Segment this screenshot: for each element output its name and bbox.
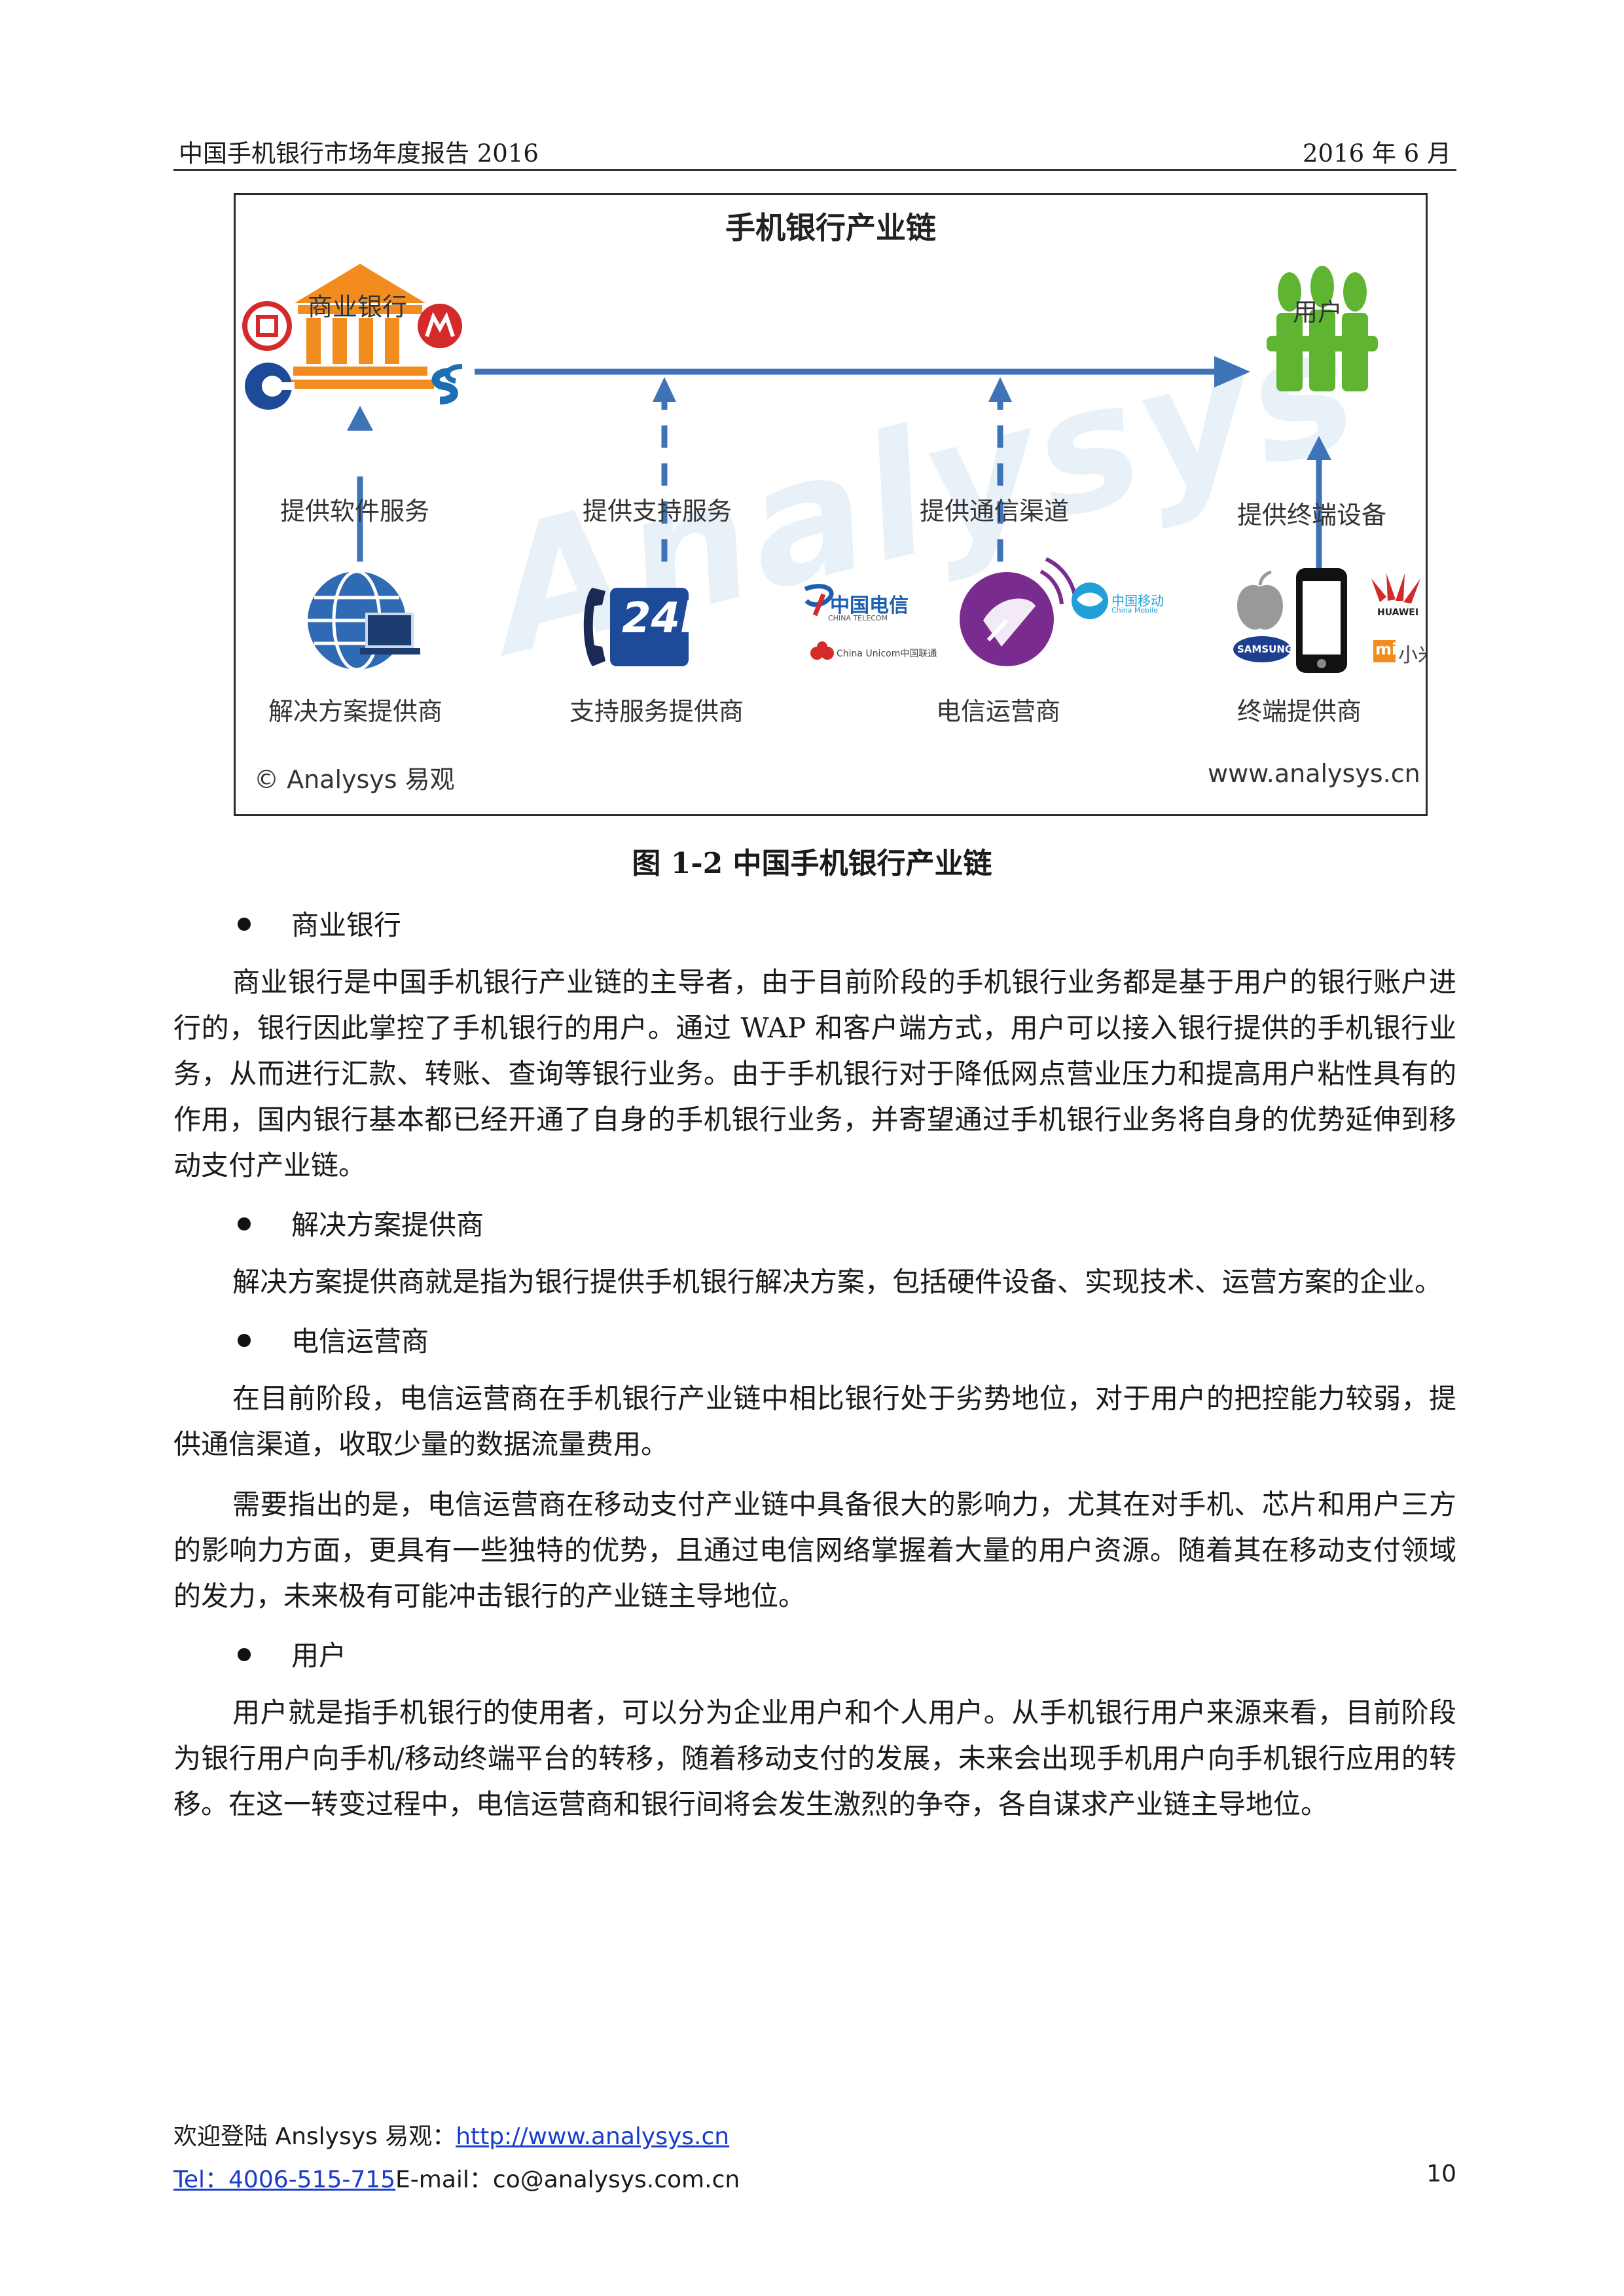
- software-service-label: 提供软件服务: [280, 497, 430, 526]
- paragraph: 用户就是指手机银行的使用者，可以分为企业用户和个人用户。从手机银行用户来源来看，…: [173, 1696, 1456, 1820]
- support-provider-label: 支持服务提供商: [569, 697, 744, 726]
- huawei-logo-icon: [1371, 573, 1420, 603]
- footer-contact: Tel：4006-515-715E-mail：co@analysys.com.c…: [173, 2161, 740, 2195]
- page-header: 中国手机银行市场年度报告 2016 2016 年 6 月: [173, 131, 1456, 171]
- china-telecom-label: 中国电信: [830, 594, 909, 617]
- xiaomi-logo-icon: [1373, 640, 1396, 662]
- china-mobile-en-label: China Mobile: [1111, 606, 1159, 615]
- users-group-icon: [1267, 266, 1378, 391]
- china-mobile-label: 中国移动: [1111, 593, 1164, 609]
- diagram-graphics: [242, 264, 1420, 673]
- xiaomi-logo-label: mi: [1375, 640, 1398, 658]
- support-24h-icon: [583, 588, 689, 666]
- page-number: 10: [1426, 2161, 1456, 2187]
- terminal-provider-label: 终端提供商: [1237, 697, 1362, 726]
- china-unicom-logo-icon: [810, 641, 834, 660]
- paragraph: 商业银行是中国手机银行产业链的主导者，由于目前阶段的手机银行业务都是基于用户的银…: [173, 966, 1456, 1181]
- smartphone-icon: [1296, 568, 1347, 673]
- website-link[interactable]: http://www.analysys.cn: [456, 2123, 730, 2150]
- ccb-logo-icon: [245, 363, 295, 410]
- china-telecom-en-label: CHINA TELECOM: [828, 614, 888, 622]
- support-24h-badge: 24h: [622, 594, 710, 643]
- bullet-icon: [238, 1648, 251, 1661]
- analysys-copyright: © Analysys 易观: [254, 765, 455, 794]
- telecom-operator-label: 电信运营商: [936, 697, 1061, 726]
- cmb-logo-icon: [418, 304, 462, 348]
- phone-link[interactable]: Tel：4006-515-715: [173, 2166, 396, 2193]
- commercial-bank-label: 商业银行: [308, 293, 408, 321]
- bullet-icon: [238, 1217, 251, 1230]
- bank-to-user-arrow: [475, 356, 1250, 387]
- diagram-title: 手机银行产业链: [725, 210, 936, 245]
- paragraph: 在目前阶段，电信运营商在手机银行产业链中相比银行处于劣势地位，对于用户的把控能力…: [173, 1382, 1456, 1460]
- china-unicom-label: China Unicom中国联通: [837, 649, 937, 659]
- huawei-label: HUAWEI: [1377, 607, 1419, 618]
- xiaomi-label: 小米: [1398, 644, 1426, 667]
- terminal-device-label: 提供终端设备: [1237, 501, 1387, 529]
- china-telecom-logo-icon: [804, 584, 834, 617]
- samsung-label: SAMSUNG: [1237, 643, 1293, 655]
- section-heading: 商业银行: [173, 903, 1456, 948]
- report-body: 商业银行 商业银行是中国手机银行产业链的主导者，由于目前阶段的手机银行业务都是基…: [173, 897, 1456, 1842]
- support-service-label: 提供支持服务: [583, 497, 732, 526]
- terminal-device-arrow: [1307, 436, 1331, 578]
- spdb-logo-icon: [431, 364, 463, 404]
- china-mobile-logo-icon: [1072, 583, 1108, 619]
- globe-laptop-icon: [308, 569, 420, 672]
- report-date: 2016 年 6 月: [1303, 139, 1451, 168]
- telecom-operator-icon: [960, 557, 1078, 666]
- section-heading: 用户: [173, 1634, 1456, 1678]
- email-text: E-mail：co@analysys.com.cn: [395, 2166, 740, 2193]
- software-service-arrow: [347, 406, 373, 562]
- paragraph: 解决方案提供商就是指为银行提供手机银行解决方案，包括硬件设备、实现技术、运营方案…: [232, 1266, 1443, 1298]
- paragraph: 需要指出的是，电信运营商在移动支付产业链中具备很大的影响力，尤其在对手机、芯片和…: [173, 1488, 1456, 1612]
- communication-channel-label: 提供通信渠道: [920, 497, 1070, 526]
- samsung-logo-icon: [1233, 636, 1291, 662]
- apple-logo-icon: [1237, 570, 1283, 630]
- report-title: 中国手机银行市场年度报告 2016: [179, 139, 539, 168]
- support-service-arrow: [653, 377, 676, 562]
- section-heading: 电信运营商: [173, 1319, 1456, 1364]
- footer-welcome-text: 欢迎登陆 Anslysys 易观：: [173, 2123, 456, 2150]
- communication-channel-arrow: [988, 377, 1012, 562]
- users-label: 用户: [1293, 298, 1343, 327]
- analysys-website: www.analysys.cn: [1208, 759, 1420, 788]
- icbc-logo-icon: [242, 301, 292, 351]
- bullet-icon: [238, 1334, 251, 1347]
- bullet-icon: [238, 918, 251, 931]
- footer-welcome: 欢迎登陆 Anslysys 易观：http://www.analysys.cn: [173, 2117, 729, 2151]
- industry-chain-diagram: Analysys: [234, 193, 1428, 816]
- solution-provider-label: 解决方案提供商: [268, 697, 443, 726]
- section-heading: 解决方案提供商: [173, 1203, 1456, 1247]
- figure-caption: 图 1-2 中国手机银行产业链: [632, 847, 992, 880]
- bank-building-icon: [287, 264, 434, 389]
